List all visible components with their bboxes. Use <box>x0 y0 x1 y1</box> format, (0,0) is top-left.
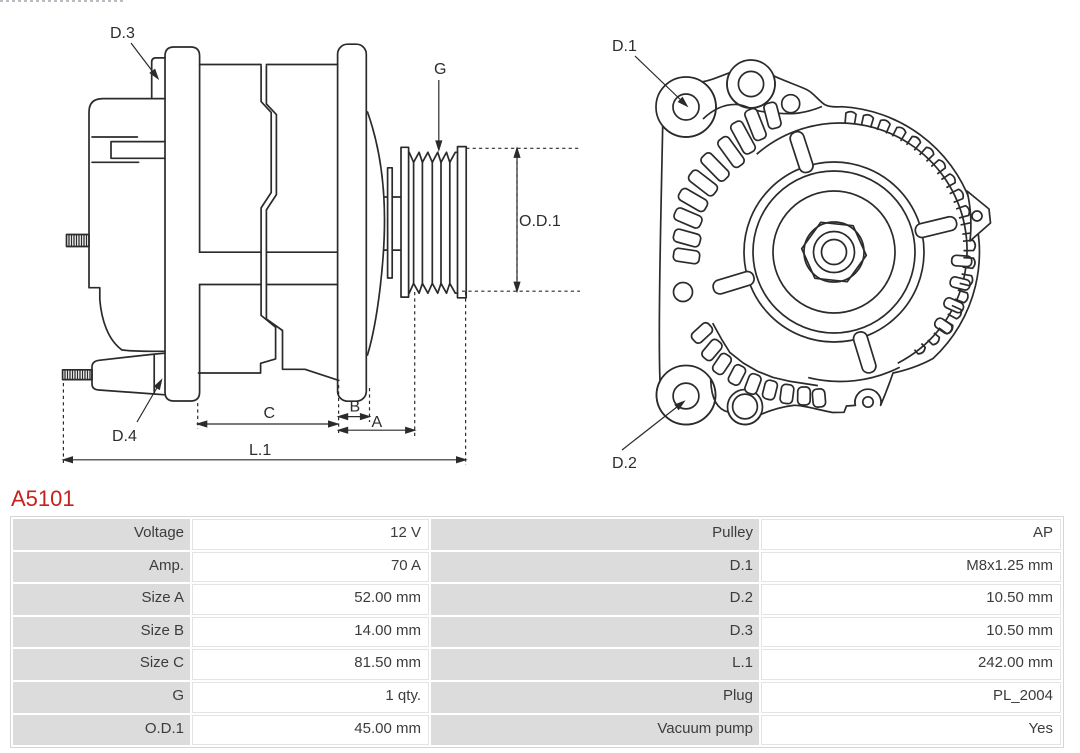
svg-text:G: G <box>434 61 446 78</box>
svg-text:D.1: D.1 <box>612 38 637 55</box>
svg-text:D.2: D.2 <box>612 455 637 472</box>
svg-text:C: C <box>264 405 276 422</box>
svg-text:B: B <box>350 399 361 416</box>
svg-text:L.1: L.1 <box>249 442 271 459</box>
svg-text:D.3: D.3 <box>110 25 135 42</box>
svg-text:A: A <box>372 414 383 431</box>
svg-text:D.4: D.4 <box>112 428 137 445</box>
svg-text:O.D.1: O.D.1 <box>519 213 561 230</box>
